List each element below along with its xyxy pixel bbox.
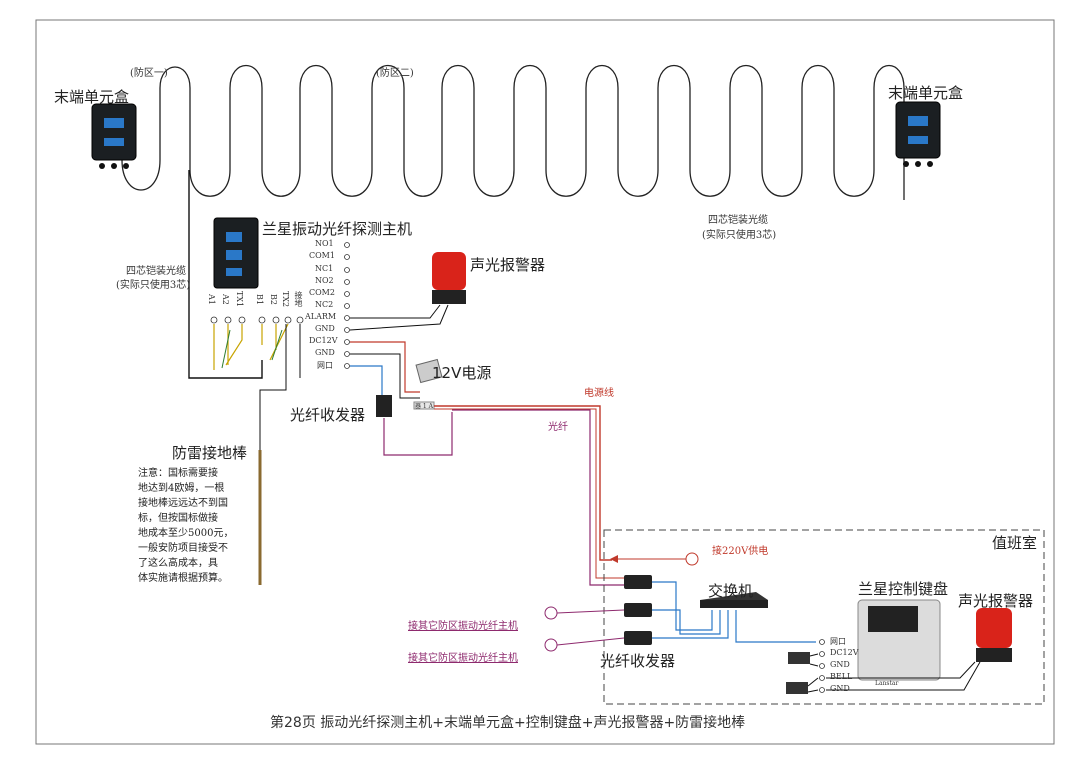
transceiver-room-label: 光纤收发器 bbox=[600, 652, 676, 670]
ground-rod-label: 防雷接地棒 bbox=[172, 444, 248, 462]
cable-right-line1: 四芯铠装光缆 bbox=[708, 215, 768, 226]
terminal-net: 网口 bbox=[317, 361, 333, 370]
cable-right-line2: (实际只使用3芯) bbox=[702, 230, 777, 241]
psu-label: 12V电源 bbox=[432, 364, 492, 382]
terminal-box-left-label: 末端单元盒 bbox=[54, 88, 130, 106]
power-line-label: 电源线 bbox=[584, 388, 614, 399]
page-caption: 第28页 振动光纤探测主机+末端单元盒+控制键盘+声光报警器+防雷接地棒 bbox=[270, 715, 746, 731]
other-zone-1-label: 接其它防区振动光纤主机 bbox=[408, 621, 518, 632]
terminal-box-left bbox=[91, 103, 137, 169]
network-switch bbox=[700, 592, 768, 608]
strobe-alarm-top bbox=[432, 252, 466, 304]
terminal-nc2: NC2 bbox=[315, 300, 334, 309]
alarm-room-label: 声光报警器 bbox=[958, 592, 1034, 610]
host-unit bbox=[213, 217, 259, 289]
terminal-box-right-label: 末端单元盒 bbox=[888, 84, 964, 102]
cable-left-line2: (实际只使用3芯) bbox=[116, 280, 191, 291]
cable-left-line1: 四芯铠装光缆 bbox=[126, 266, 186, 277]
terminal-no1: NO1 bbox=[315, 239, 334, 248]
fiber-transceiver-top bbox=[376, 395, 392, 417]
room-transceivers bbox=[624, 575, 652, 645]
kb-terminal-gnd: GND bbox=[830, 660, 850, 669]
terminal-nc1: NC1 bbox=[315, 264, 334, 273]
port-tx2: TX2 bbox=[281, 291, 290, 308]
kb-terminal-dc12v: DC12V bbox=[830, 648, 859, 657]
terminal-gnd-2: GND bbox=[315, 348, 335, 357]
port-a2: A2 bbox=[221, 294, 230, 305]
kb-terminal-net: 网口 bbox=[830, 637, 846, 646]
terminal-com2: COM2 bbox=[309, 288, 335, 297]
kb-terminal-bell: BELL bbox=[830, 672, 853, 681]
kb-terminal-gnd-2: GND bbox=[830, 684, 850, 693]
port-ground: 接地 bbox=[294, 291, 303, 307]
zone-2-label: (防区二) bbox=[376, 68, 414, 79]
port-tx1: TX1 bbox=[235, 291, 244, 308]
fiber-cable-serpentine bbox=[121, 64, 905, 197]
duty-room-label: 值班室 bbox=[992, 534, 1038, 552]
port-b2: B2 bbox=[269, 294, 278, 305]
port-a1: A1 bbox=[207, 294, 216, 305]
other-zone-2-label: 接其它防区振动光纤主机 bbox=[408, 653, 518, 664]
terminal-dc12v: DC12V bbox=[309, 336, 338, 345]
power-supply-12v bbox=[415, 358, 443, 384]
transceiver-top-label: 光纤收发器 bbox=[290, 406, 366, 424]
power-220v-label: 接220V供电 bbox=[712, 546, 769, 557]
keyboard-brand: Lanstar bbox=[875, 680, 899, 687]
control-keyboard bbox=[857, 599, 941, 681]
terminal-alarm: ALARM bbox=[305, 312, 337, 321]
host-label: 兰星振动光纤探测主机 bbox=[262, 220, 413, 238]
terminal-gnd: GND bbox=[315, 324, 335, 333]
terminal-com1: COM1 bbox=[309, 251, 335, 260]
alarm-top-label: 声光报警器 bbox=[470, 256, 546, 274]
grounding-note: 注意：国标需要接 地达到4欧姆，一根 接地棒远远达不到国 标，但按国标做接 地成… bbox=[138, 468, 234, 584]
psu-tag: 器 1 A bbox=[415, 403, 433, 410]
switch-label: 交换机 bbox=[708, 582, 754, 600]
terminal-no2: NO2 bbox=[315, 276, 334, 285]
zone-1-label: (防区一) bbox=[130, 68, 168, 79]
keyboard-label: 兰星控制键盘 bbox=[858, 580, 949, 598]
strobe-alarm-room bbox=[976, 608, 1012, 662]
fiber-label: 光纤 bbox=[548, 422, 568, 433]
terminal-box-right bbox=[895, 101, 941, 167]
port-b1: B1 bbox=[255, 294, 264, 305]
